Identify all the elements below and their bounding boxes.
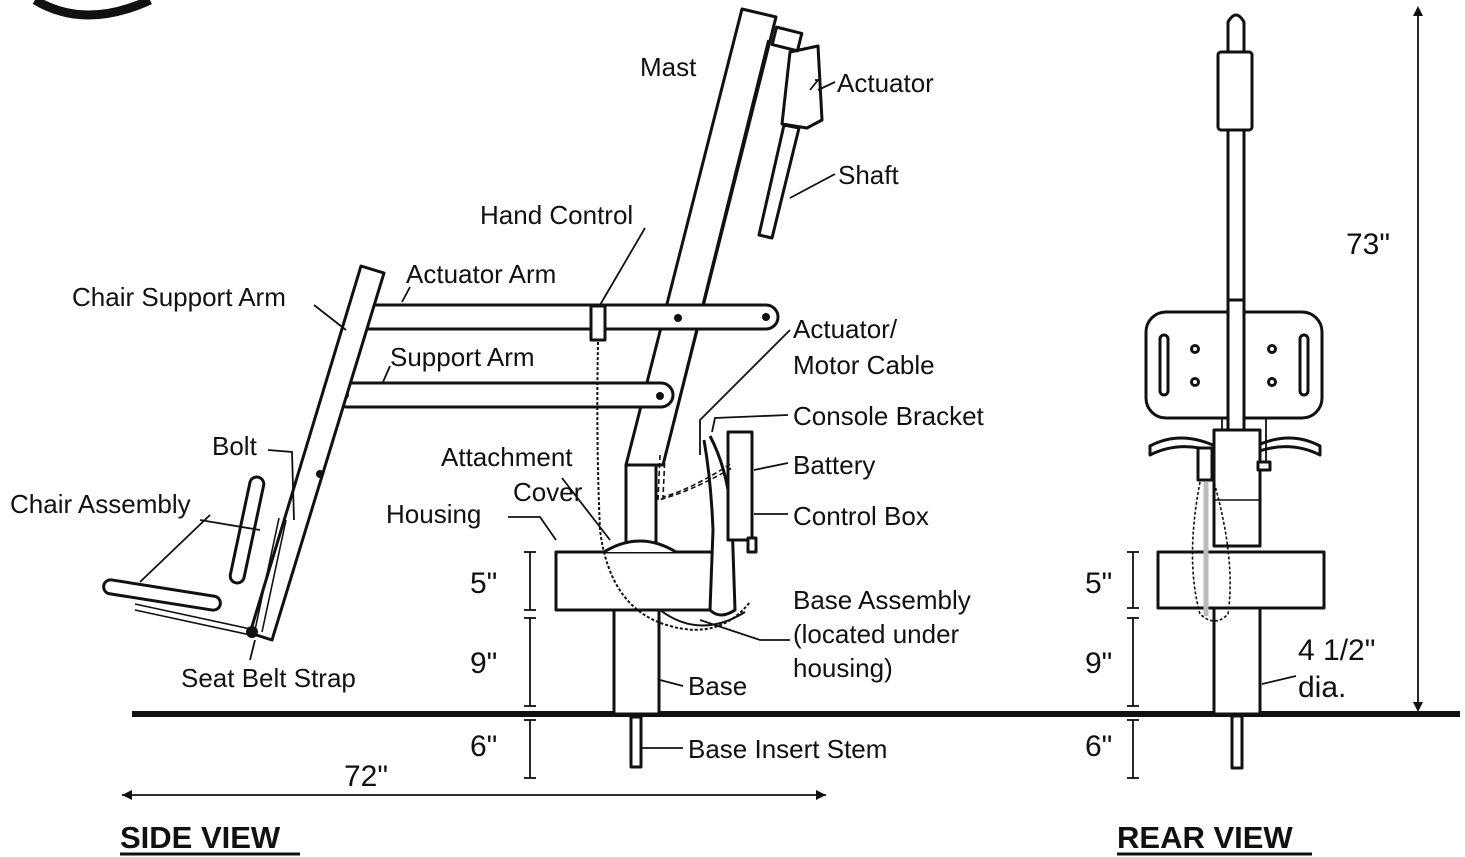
label-actuator-arm: Actuator Arm	[406, 259, 556, 289]
side-view-drawing	[102, 7, 836, 800]
label-base: Base	[688, 671, 747, 701]
rear-upper-column	[1212, 428, 1262, 548]
label-base-insert-stem: Base Insert Stem	[688, 734, 887, 764]
label-shaft: Shaft	[838, 160, 899, 190]
label-base-assembly-line1: Base Assembly	[793, 585, 971, 615]
actuator-body	[780, 44, 824, 130]
rear-housing	[1156, 550, 1326, 610]
side-dim-overall-width: 72"	[344, 760, 388, 793]
base-insert-stem	[629, 715, 643, 769]
chair-seat	[102, 578, 222, 612]
label-actuator: Actuator	[837, 68, 934, 98]
label-console-bracket: Console Bracket	[793, 401, 985, 431]
rear-dim-diameter-line1: 4 1/2"	[1298, 634, 1375, 667]
label-control-box: Control Box	[793, 501, 929, 531]
label-battery: Battery	[793, 450, 875, 480]
base-assembly-curve	[659, 609, 746, 627]
label-hand-control: Hand Control	[480, 200, 633, 230]
actuator-arm	[354, 303, 780, 331]
label-support-arm: Support Arm	[390, 342, 535, 372]
rear-view-title: REAR VIEW	[1117, 820, 1293, 855]
rear-mast-top	[1226, 13, 1246, 52]
rear-base-column	[1212, 606, 1262, 716]
rear-base-insert-stem	[1230, 714, 1244, 770]
chair-support-arm	[248, 264, 386, 642]
chair-back	[228, 475, 266, 585]
side-dim-base-height: 9"	[470, 647, 497, 680]
rear-hand-control	[1196, 446, 1214, 482]
rear-dim-diameter-line2: dia.	[1298, 671, 1346, 704]
side-dimension-marks	[122, 551, 826, 800]
label-base-assembly-line3: housing)	[793, 653, 893, 683]
base-column	[612, 608, 661, 716]
actuator-top-cap	[770, 25, 804, 53]
coiled-cable	[596, 341, 751, 631]
rear-dim-stem-depth: 6"	[1085, 730, 1112, 763]
rear-dim-housing-height: 5"	[1085, 567, 1112, 600]
rear-view-drawing	[1127, 6, 1423, 779]
side-view-title: SIDE VIEW	[120, 820, 281, 855]
label-chair-assembly: Chair Assembly	[10, 489, 191, 519]
attachment-cover	[603, 539, 677, 554]
side-dim-stem-depth: 6"	[470, 730, 497, 763]
label-attachment-cover-line1: Attachment	[441, 442, 573, 472]
support-arm	[333, 381, 675, 409]
label-seat-belt-strap: Seat Belt Strap	[181, 663, 356, 693]
label-actuator-motor-cable-line2: Motor Cable	[793, 350, 935, 380]
label-chair-support-arm: Chair Support Arm	[72, 282, 286, 312]
housing	[554, 550, 726, 612]
rear-dim-overall-height: 73"	[1346, 228, 1390, 261]
rear-dimension-marks	[1127, 6, 1423, 779]
label-housing: Housing	[386, 499, 481, 529]
label-base-assembly-line2: (located under	[793, 619, 960, 649]
console-bracket	[702, 435, 737, 617]
actuator-shaft	[757, 123, 801, 240]
label-actuator-motor-cable-line1: Actuator/	[793, 314, 898, 344]
motor-cable-dashed	[657, 454, 733, 502]
label-attachment-cover-line2: Cover	[513, 477, 583, 507]
logo-fragment	[32, 0, 152, 20]
rear-mast-grip	[1216, 50, 1254, 132]
label-bolt: Bolt	[212, 431, 258, 461]
hand-control	[589, 304, 607, 342]
label-mast: Mast	[640, 52, 697, 82]
rear-dim-base-height: 9"	[1085, 647, 1112, 680]
battery-control-box	[726, 430, 754, 542]
side-dim-housing-height: 5"	[470, 567, 497, 600]
